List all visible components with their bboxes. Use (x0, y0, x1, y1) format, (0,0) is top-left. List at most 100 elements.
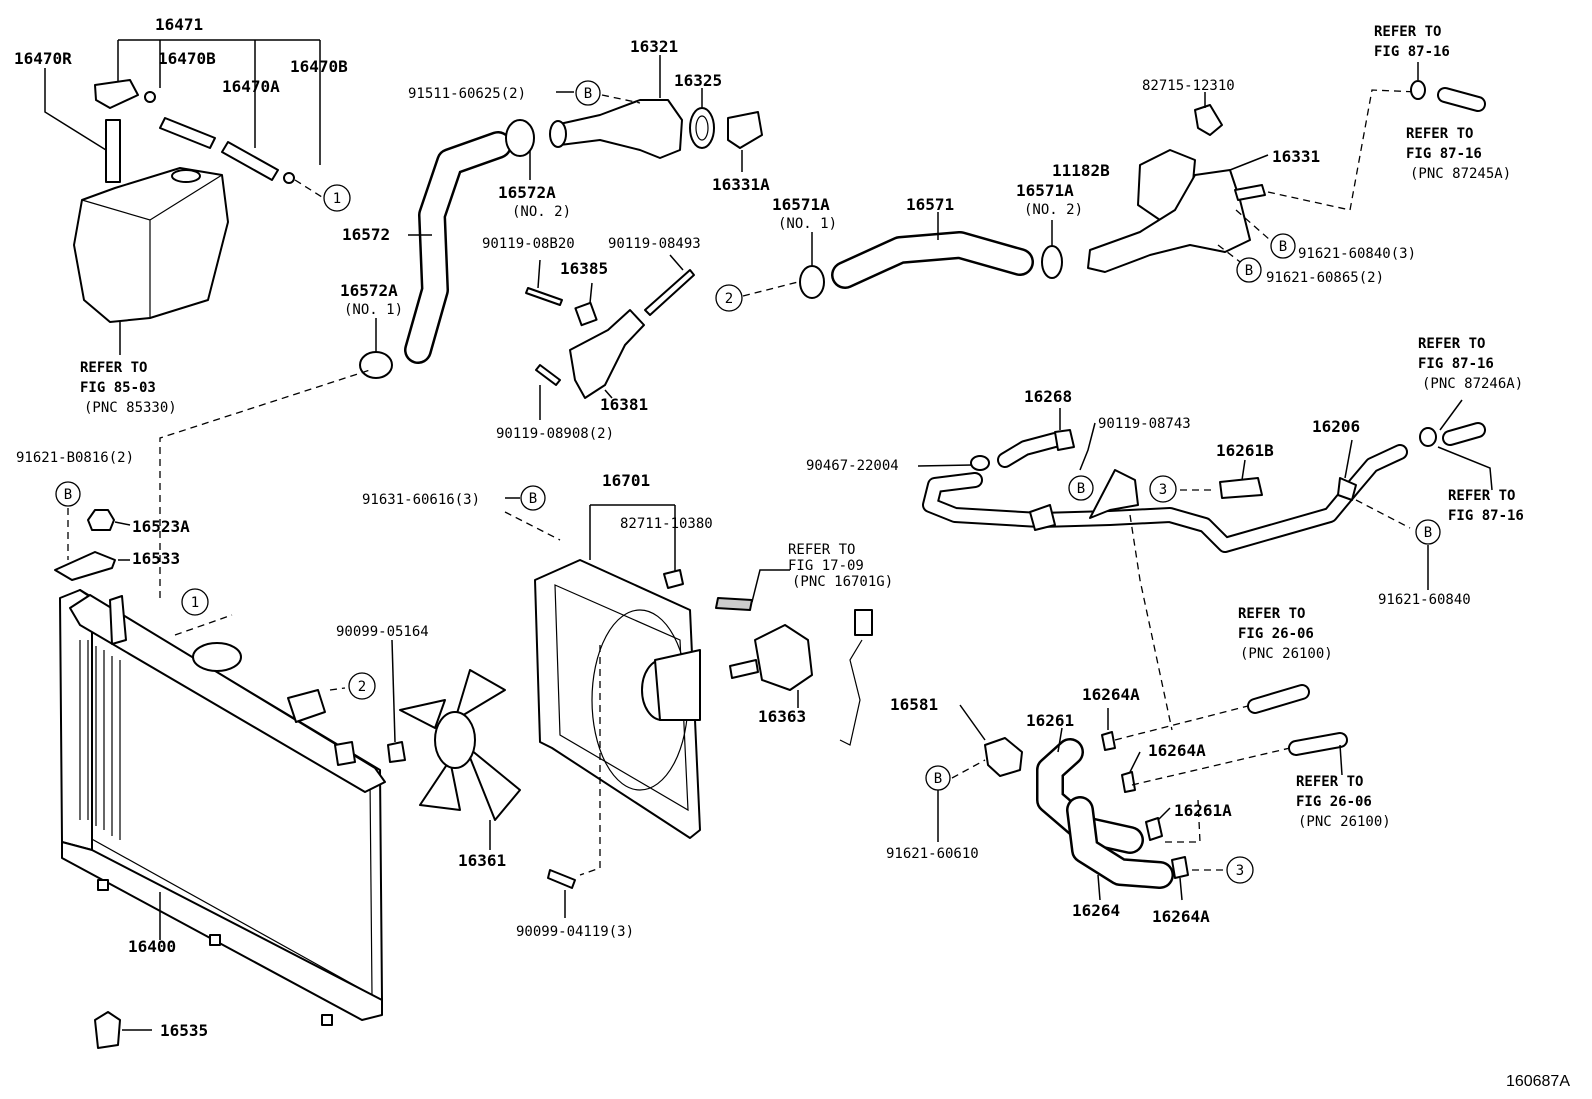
label-16533: 16533 (132, 549, 180, 568)
svg-text:(PNC 87245A): (PNC 87245A) (1410, 166, 1511, 182)
svg-text:(PNC 26100): (PNC 26100) (1240, 646, 1333, 662)
lower-hose-group (937, 684, 1348, 901)
marker-2-a: 2 (715, 284, 743, 312)
label-82711: 82711-10380 (620, 516, 713, 532)
marker-b-5: B (1415, 519, 1441, 545)
marker-b-3: B (1236, 257, 1262, 283)
label-90119-08908: 90119-08908(2) (496, 426, 614, 442)
label-16571a-1-sub: (NO. 1) (778, 216, 837, 232)
svg-text:REFER TO: REFER TO (1374, 24, 1441, 40)
bracket-part (569, 309, 645, 399)
hose-16470a-part (159, 117, 216, 149)
label-91621-60840: 91621-60840 (1378, 592, 1471, 608)
bracket-group (525, 254, 695, 420)
marker-b-6: B (55, 481, 81, 507)
figure-code: 160687A (1505, 1073, 1570, 1090)
label-90099-04119: 90099-04119(3) (516, 924, 634, 940)
clip-16533-part (54, 551, 116, 581)
label-16572a-2: 16572A (498, 183, 556, 202)
fan-hub-part (434, 711, 476, 769)
hose-16470r-part (105, 119, 121, 183)
label-16261a: 16261A (1174, 801, 1232, 820)
water-outlet-part (554, 99, 683, 159)
label-90119-08743: 90119-08743 (1098, 416, 1191, 432)
label-90467: 90467-22004 (806, 458, 899, 474)
marker-b-7: B (520, 485, 546, 511)
part-labels: 16471 16470R 16470B 16470B 16470A 16321 … (14, 15, 1471, 1040)
reservoir-cap-part (94, 79, 139, 109)
label-16264a-2: 16264A (1148, 741, 1206, 760)
svg-text:REFER TO: REFER TO (1448, 488, 1515, 504)
label-16470b-b: 16470B (290, 57, 348, 76)
marker-1-b: 1 (181, 588, 209, 616)
water-inlet-group (799, 89, 1419, 299)
svg-text:1: 1 (191, 595, 199, 611)
label-91631: 91631-60616(3) (362, 492, 480, 508)
marker-2-b: 2 (348, 672, 376, 700)
svg-text:FIG 87-16: FIG 87-16 (1406, 146, 1482, 162)
svg-text:FIG 17-09: FIG 17-09 (788, 558, 864, 574)
label-16264: 16264 (1072, 901, 1120, 920)
svg-text:FIG 87-16: FIG 87-16 (1418, 356, 1494, 372)
label-16470a: 16470A (222, 77, 280, 96)
label-91621-60840-3: 91621-60840(3) (1298, 246, 1416, 262)
svg-text:FIG 87-16: FIG 87-16 (1448, 508, 1524, 524)
svg-text:B: B (64, 487, 72, 503)
label-90119-08b20: 90119-08B20 (482, 236, 575, 252)
svg-text:FIG 26-06: FIG 26-06 (1296, 794, 1372, 810)
label-16470b-a: 16470B (158, 49, 216, 68)
svg-text:REFER TO: REFER TO (788, 542, 855, 558)
svg-text:B: B (934, 771, 942, 787)
label-16264a-3: 16264A (1152, 907, 1210, 926)
svg-text:B: B (1424, 525, 1432, 541)
union-16261b-part (1219, 477, 1263, 499)
bypass-pipe-group (917, 399, 1493, 731)
svg-text:2: 2 (358, 679, 366, 695)
label-16400: 16400 (128, 937, 176, 956)
svg-text:REFER TO: REFER TO (1406, 126, 1473, 142)
marker-b-1: B (575, 80, 601, 106)
label-16572a-1: 16572A (340, 281, 398, 300)
marker-b-4: B (1068, 475, 1094, 501)
refer-notes: REFER TO FIG 85-03 (PNC 85330) REFER TO … (80, 24, 1524, 830)
marker-b-2: B (1270, 233, 1296, 259)
label-16571a-2-sub: (NO. 2) (1024, 202, 1083, 218)
svg-text:3: 3 (1159, 482, 1167, 498)
svg-text:FIG 26-06: FIG 26-06 (1238, 626, 1314, 642)
radiator-cap-part (192, 642, 242, 672)
svg-text:(PNC 87246A): (PNC 87246A) (1422, 376, 1523, 392)
water-inlet-housing-part (1087, 169, 1251, 273)
radiator-group (54, 369, 386, 1049)
label-16264a-1: 16264A (1082, 685, 1140, 704)
label-16261: 16261 (1026, 711, 1074, 730)
thermostat-part (727, 111, 763, 149)
cushion-16535-part (94, 1011, 121, 1049)
svg-text:B: B (1279, 239, 1287, 255)
svg-text:REFER TO: REFER TO (1418, 336, 1485, 352)
fan-group (387, 504, 873, 918)
label-91511: 91511-60625(2) (408, 86, 526, 102)
label-16268: 16268 (1024, 387, 1072, 406)
label-16535: 16535 (160, 1021, 208, 1040)
reservoir-group (44, 39, 323, 355)
bracket-16581-part (984, 737, 1023, 777)
svg-text:FIG 85-03: FIG 85-03 (80, 380, 156, 396)
clamp-16470b-part (283, 172, 295, 184)
hose-16470a2-part (221, 141, 279, 181)
svg-text:1: 1 (333, 191, 341, 207)
label-82715: 82715-12310 (1142, 78, 1235, 94)
svg-text:2: 2 (725, 291, 733, 307)
label-16523a: 16523A (132, 517, 190, 536)
svg-text:B: B (1077, 481, 1085, 497)
label-16331: 16331 (1272, 147, 1320, 166)
upper-hose-group (359, 55, 763, 379)
label-16571: 16571 (906, 195, 954, 214)
cushion-16523a-part (87, 509, 115, 531)
bracket-82715-part (1194, 104, 1223, 136)
fan-motor-part (754, 624, 813, 691)
label-16701: 16701 (602, 471, 650, 490)
label-16325: 16325 (674, 71, 722, 90)
marker-b-8: B (925, 765, 951, 791)
svg-text:B: B (529, 491, 537, 507)
svg-text:B: B (1245, 263, 1253, 279)
